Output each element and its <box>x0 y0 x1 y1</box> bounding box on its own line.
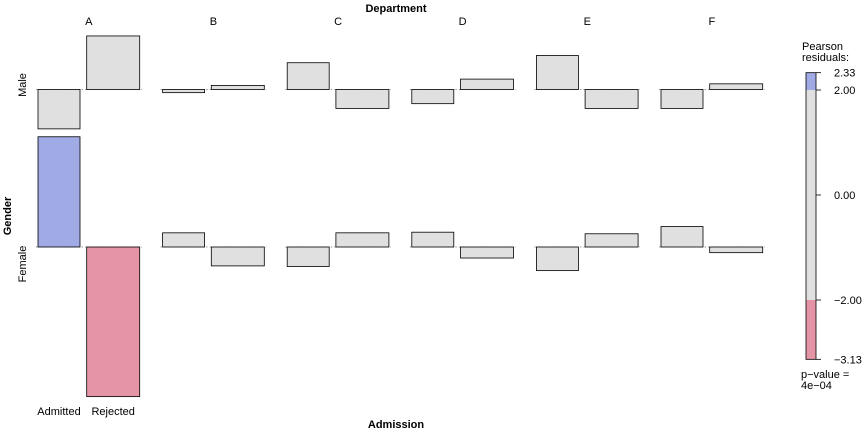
bar-male-c-admitted <box>286 62 330 90</box>
bar-male-a-admitted <box>37 89 81 130</box>
row-label-female: Female <box>17 246 29 283</box>
legend-neutral-segment <box>806 90 816 300</box>
bar-female-c-admitted <box>286 246 330 267</box>
bar-female-c-rejected <box>335 232 390 248</box>
bar-female-d-admitted <box>411 231 455 248</box>
legend-tick-label--2-00: −2.00 <box>834 295 862 307</box>
chart-title: Department <box>365 3 426 15</box>
legend-tick-label-0-00: 0.00 <box>834 190 855 202</box>
bar-female-e-rejected <box>584 233 639 248</box>
legend-frame <box>805 72 817 360</box>
column-label-rejected: Rejected <box>91 406 134 418</box>
column-label-admitted: Admitted <box>37 406 80 418</box>
bar-male-f-rejected <box>709 83 764 90</box>
panel-label-d: D <box>459 16 467 28</box>
legend-tick-label--3-13: −3.13 <box>834 354 862 366</box>
y-axis-label: Gender <box>2 196 14 235</box>
panel-label-f: F <box>708 16 715 28</box>
bar-male-b-admitted <box>162 89 206 94</box>
legend-tick-label-2-33: 2.33 <box>834 68 855 80</box>
bar-female-a-rejected <box>86 246 141 398</box>
panel-label-b: B <box>210 16 217 28</box>
bar-male-e-rejected <box>584 89 639 109</box>
bar-female-f-rejected <box>709 246 764 254</box>
bar-male-a-rejected <box>86 35 141 90</box>
legend-positive-segment <box>806 72 816 90</box>
bar-male-d-admitted <box>411 89 455 105</box>
p-value-label: p−value =4e−04 <box>801 369 849 392</box>
panel-label-a: A <box>85 16 93 28</box>
x-axis-label: Admission <box>368 419 425 431</box>
bar-female-e-admitted <box>536 246 579 272</box>
bar-male-b-rejected <box>210 85 265 90</box>
bar-female-d-rejected <box>460 246 514 259</box>
bar-male-c-rejected <box>335 89 390 109</box>
bar-female-b-admitted <box>162 232 206 248</box>
legend-negative-segment <box>806 300 816 360</box>
legend-tick-label-2-00: 2.00 <box>834 85 855 97</box>
bar-female-b-rejected <box>210 246 265 267</box>
panel-label-e: E <box>584 16 591 28</box>
panel-label-c: C <box>334 16 342 28</box>
bar-female-f-admitted <box>660 226 704 248</box>
row-label-male: Male <box>17 73 29 97</box>
bar-male-e-admitted <box>536 55 579 90</box>
bar-male-d-rejected <box>460 78 514 90</box>
bar-male-f-admitted <box>660 89 704 109</box>
bar-female-a-admitted <box>37 136 81 248</box>
